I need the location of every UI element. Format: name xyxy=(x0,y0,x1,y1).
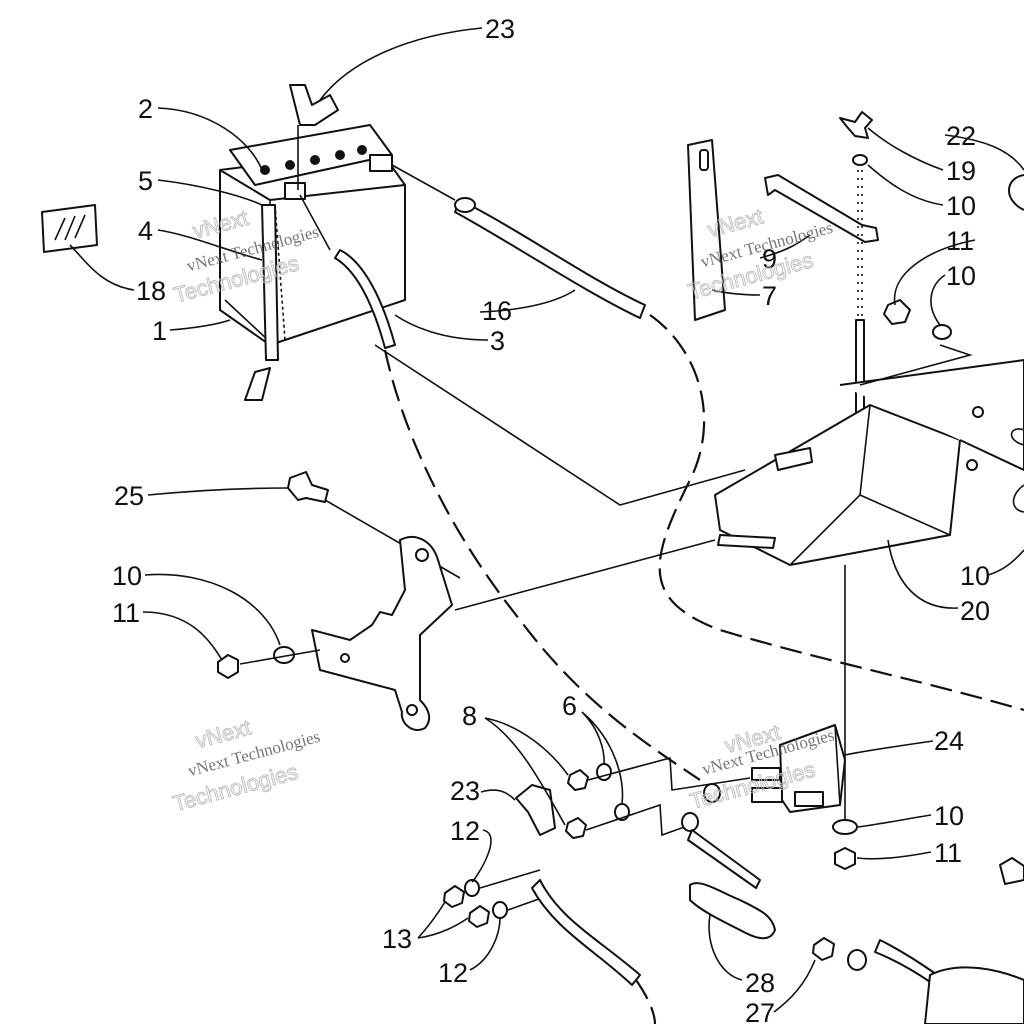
callout-11-a: 11 xyxy=(946,226,974,256)
negative-cable xyxy=(334,249,396,349)
nut-8-lower xyxy=(565,817,587,839)
callout-10-a: 10 xyxy=(946,191,976,221)
negative-cable-lead xyxy=(299,194,331,251)
cable-route-positive xyxy=(649,314,1024,712)
terminal-cap-top xyxy=(289,84,339,190)
callout-3: 3 xyxy=(490,326,505,356)
callout-16: 16 xyxy=(482,296,512,326)
warning-decal xyxy=(41,204,98,253)
callout-5: 5 xyxy=(138,166,153,196)
callout-8: 8 xyxy=(462,701,477,731)
callout-4: 4 xyxy=(138,216,153,246)
nut-13-upper xyxy=(443,885,465,908)
callout-11-c: 11 xyxy=(934,838,962,868)
callout-28: 28 xyxy=(745,968,775,998)
callout-13: 13 xyxy=(382,924,412,954)
wing-nut xyxy=(839,111,873,139)
callout-2: 2 xyxy=(138,94,153,124)
battery-to-tray-line xyxy=(374,344,746,506)
nut-8-upper xyxy=(567,769,589,791)
washer-right-upper xyxy=(932,324,952,340)
callout-24: 24 xyxy=(934,726,964,756)
leader-lines xyxy=(69,27,1024,1013)
grommet xyxy=(1008,174,1024,211)
bracket-bolt xyxy=(287,471,329,503)
harness-route xyxy=(635,979,657,1024)
callout-19: 19 xyxy=(946,156,976,186)
callout-9: 9 xyxy=(762,244,777,274)
nut-solenoid xyxy=(834,847,856,870)
battery-strap xyxy=(261,204,279,361)
washer-12-upper xyxy=(464,879,480,897)
strap-clip xyxy=(244,367,271,401)
solenoid-post xyxy=(751,787,783,803)
callout-10-d: 10 xyxy=(960,561,990,591)
callout-18: 18 xyxy=(136,276,166,306)
nut-right-upper xyxy=(883,299,911,325)
washer-solenoid xyxy=(832,819,858,835)
callout-10-e: 10 xyxy=(934,801,964,831)
cable-route-negative xyxy=(383,349,701,781)
callout-10-b: 10 xyxy=(946,261,976,291)
battery-tray xyxy=(714,359,1024,566)
callout-23-top: 23 xyxy=(485,14,515,44)
washer-12-lower xyxy=(492,901,508,919)
callouts: 23 2 5 4 18 1 16 3 9 7 22 19 10 11 10 25… xyxy=(112,14,990,1024)
callout-25: 25 xyxy=(114,481,144,511)
callout-27: 27 xyxy=(745,998,775,1024)
callout-11-b: 11 xyxy=(112,598,140,628)
terminal-cap-lower xyxy=(515,784,556,836)
callout-20: 20 xyxy=(960,596,990,626)
starter-ring-terminal xyxy=(847,949,867,971)
starter-motor xyxy=(924,966,1024,1024)
mounting-bracket xyxy=(311,535,453,731)
hold-down-bracket xyxy=(764,174,879,243)
ring-terminal-upper xyxy=(703,783,721,803)
tray-stud xyxy=(717,534,776,549)
battery-hold-strap xyxy=(687,139,726,321)
harness-lead xyxy=(531,879,641,986)
nut-13-lower xyxy=(468,905,490,928)
callout-10-c: 10 xyxy=(112,561,142,591)
watermark-group-3: vNext vNext Technologies Technologies xyxy=(170,714,322,817)
callout-7: 7 xyxy=(762,281,777,311)
ring-terminal-lower xyxy=(681,812,699,832)
washer-top xyxy=(852,154,868,166)
callout-12-a: 12 xyxy=(450,816,480,846)
callout-23-lower: 23 xyxy=(450,776,480,806)
terminal-boot xyxy=(689,882,776,940)
callout-12-b: 12 xyxy=(438,958,468,988)
callout-1: 1 xyxy=(152,316,167,346)
cable-ring-terminal xyxy=(454,197,476,213)
nut-27 xyxy=(812,937,835,961)
cable-lead xyxy=(391,164,456,201)
callout-22: 22 xyxy=(946,121,976,151)
starter-solenoid xyxy=(751,724,846,813)
starter-lead xyxy=(687,829,761,889)
nut-left xyxy=(217,654,239,679)
callout-6: 6 xyxy=(562,691,577,721)
positive-cable xyxy=(454,199,646,319)
right-bolt xyxy=(999,857,1024,885)
